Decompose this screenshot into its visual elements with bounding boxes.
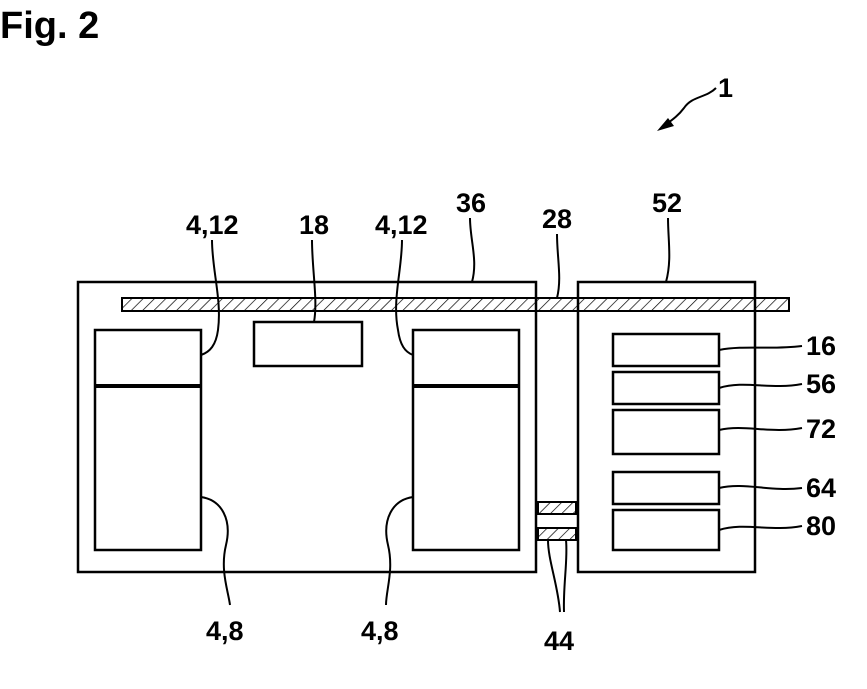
component-16-box — [613, 334, 719, 366]
leader-connector-44-b — [564, 540, 567, 612]
label-component-18: 18 — [299, 210, 329, 240]
leader-component-56 — [719, 384, 802, 388]
label-cell-bottom-left: 4,8 — [206, 616, 244, 646]
label-system: 1 — [718, 73, 733, 103]
label-component-80: 80 — [806, 511, 836, 541]
label-component-56: 56 — [806, 369, 836, 399]
leader-component-80 — [719, 526, 802, 530]
label-component-72: 72 — [806, 414, 836, 444]
leader-housing-36 — [470, 218, 474, 282]
component-80-box — [613, 510, 719, 550]
leader-cell-bottom-left — [201, 497, 230, 605]
label-housing-36: 36 — [456, 188, 486, 218]
leader-component-16 — [719, 346, 802, 350]
cell-right — [413, 330, 519, 550]
bar-28 — [122, 298, 789, 311]
cell-left — [95, 330, 201, 550]
label-electrode-top-left: 4,12 — [186, 210, 239, 240]
component-64-box — [613, 472, 719, 504]
label-connector-44: 44 — [544, 626, 574, 656]
leader-component-72 — [719, 428, 802, 430]
component-18-box — [254, 322, 362, 366]
system-arrow-leader — [664, 88, 716, 126]
label-electrode-top-right: 4,12 — [375, 210, 428, 240]
label-cell-bottom-right: 4,8 — [361, 616, 399, 646]
label-housing-52: 52 — [652, 188, 682, 218]
leader-connector-44-a — [548, 540, 560, 612]
leader-component-64 — [719, 486, 802, 489]
leader-bar-28 — [557, 234, 559, 298]
label-component-16: 16 — [806, 331, 836, 361]
leader-cell-bottom-right — [386, 497, 413, 605]
label-bar-28: 28 — [542, 204, 572, 234]
leader-housing-52 — [666, 218, 669, 282]
housing-36 — [78, 282, 536, 572]
figure-title: Fig. 2 — [0, 5, 99, 47]
connector-44-upper — [538, 502, 576, 514]
component-56-box — [613, 372, 719, 404]
connector-44-lower — [538, 528, 576, 540]
label-component-64: 64 — [806, 473, 836, 503]
component-72-box — [613, 410, 719, 454]
